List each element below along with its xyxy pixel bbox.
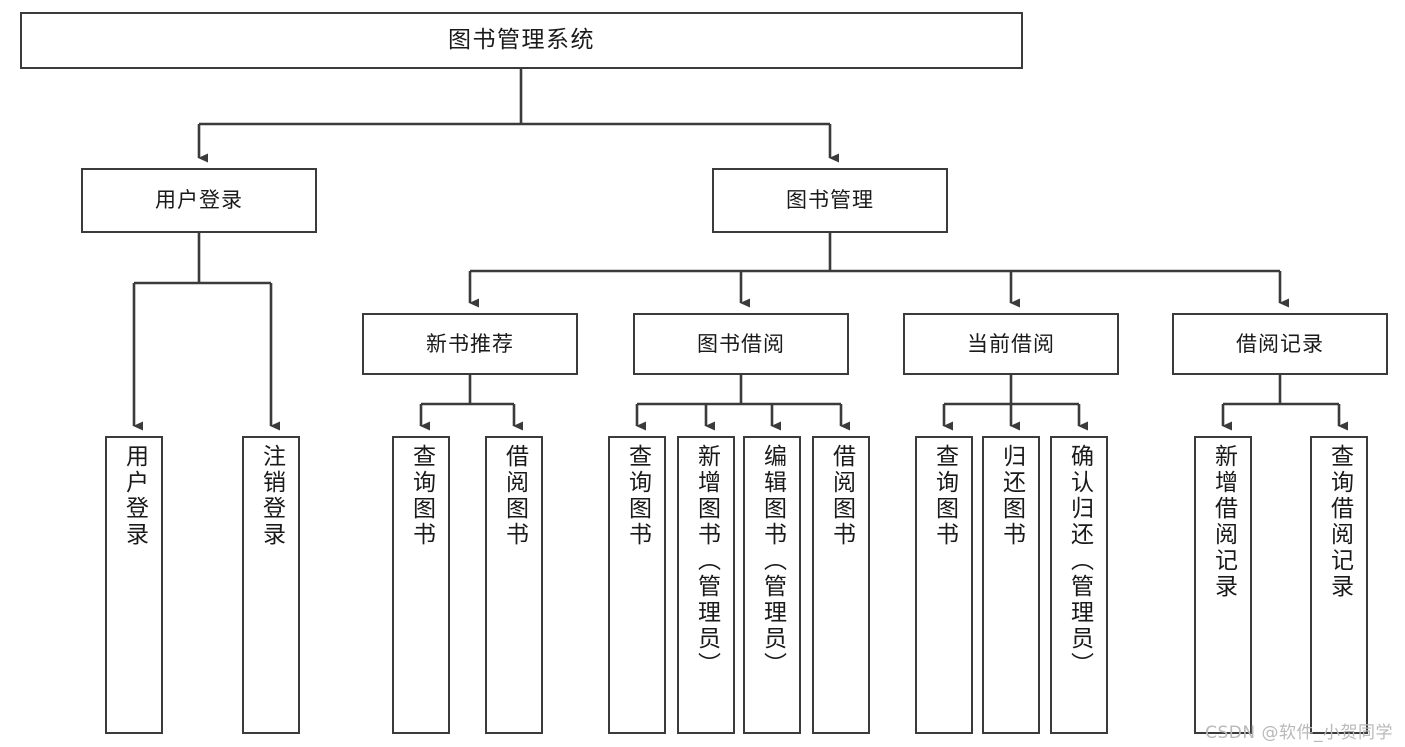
node-label: 用户登录 xyxy=(155,188,243,213)
node-label: 注销登录 xyxy=(258,444,285,548)
node-current-borrow[interactable]: 当前借阅 xyxy=(903,313,1119,375)
node-label: 图书管理 xyxy=(786,188,874,213)
node-label: 查询借阅记录 xyxy=(1326,444,1353,600)
leaf-query-book-borrow[interactable]: 查询图书 xyxy=(608,436,666,734)
node-label: 借阅图书 xyxy=(828,444,855,548)
leaf-add-borrow-record[interactable]: 新增借阅记录 xyxy=(1194,436,1252,734)
leaf-query-borrow-record[interactable]: 查询借阅记录 xyxy=(1310,436,1368,734)
leaf-return-book[interactable]: 归还图书 xyxy=(982,436,1040,734)
node-label: 借阅记录 xyxy=(1236,331,1324,356)
leaf-query-book-current[interactable]: 查询图书 xyxy=(915,436,973,734)
node-book-management[interactable]: 图书管理 xyxy=(712,168,948,233)
node-label: 新增图书（管理员） xyxy=(693,444,720,678)
node-label: 确认归还（管理员） xyxy=(1066,444,1093,678)
node-label: 用户登录 xyxy=(121,444,148,548)
watermark: CSDN @软件_小贺同学 xyxy=(1205,723,1393,743)
leaf-borrow-book[interactable]: 借阅图书 xyxy=(812,436,870,734)
leaf-query-book-recommend[interactable]: 查询图书 xyxy=(392,436,450,734)
node-book-borrow[interactable]: 图书借阅 xyxy=(633,313,849,375)
node-label: 查询图书 xyxy=(624,444,651,548)
node-new-book-recommend[interactable]: 新书推荐 xyxy=(362,313,578,375)
leaf-user-login[interactable]: 用户登录 xyxy=(105,436,163,734)
node-label: 归还图书 xyxy=(998,444,1025,548)
node-label: 借阅图书 xyxy=(501,444,528,548)
node-label: 查询图书 xyxy=(408,444,435,548)
node-label: 编辑图书（管理员） xyxy=(759,444,786,678)
node-label: 图书管理系统 xyxy=(448,26,595,53)
node-book-management-system[interactable]: 图书管理系统 xyxy=(20,12,1023,69)
leaf-confirm-return-admin[interactable]: 确认归还（管理员） xyxy=(1050,436,1108,734)
node-label: 查询图书 xyxy=(931,444,958,548)
leaf-borrow-book-recommend[interactable]: 借阅图书 xyxy=(485,436,543,734)
node-borrow-record[interactable]: 借阅记录 xyxy=(1172,313,1388,375)
leaf-edit-book-admin[interactable]: 编辑图书（管理员） xyxy=(743,436,801,734)
node-label: 图书借阅 xyxy=(697,331,785,356)
leaf-logout-login[interactable]: 注销登录 xyxy=(242,436,300,734)
node-label: 新书推荐 xyxy=(426,331,514,356)
node-label: 新增借阅记录 xyxy=(1210,444,1237,600)
node-label: 当前借阅 xyxy=(967,331,1055,356)
leaf-add-book-admin[interactable]: 新增图书（管理员） xyxy=(677,436,735,734)
node-user-login[interactable]: 用户登录 xyxy=(81,168,317,233)
